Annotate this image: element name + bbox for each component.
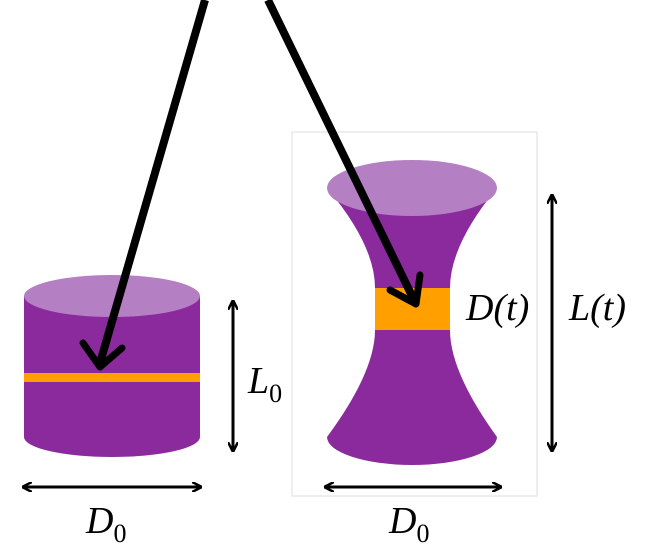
pointer-arrowhead-right — [386, 271, 424, 308]
label-d0-right: D0 — [388, 500, 429, 547]
orange-band-thin — [24, 373, 200, 382]
label-lt: L(t) — [568, 287, 626, 329]
hourglass-stretched — [327, 160, 497, 465]
label-l0: L0 — [247, 360, 282, 408]
label-dt: D(t) — [465, 287, 529, 329]
pointer-arrowhead-left — [79, 339, 126, 371]
pointer-arrow-right — [264, 0, 418, 302]
label-d0-left: D0 — [85, 500, 126, 547]
pointer-arrow-left — [96, 0, 209, 365]
hourglass-body — [327, 188, 497, 465]
cylinder-top — [24, 275, 200, 317]
cylinder-initial — [24, 275, 200, 457]
hourglass-frame — [291, 131, 538, 497]
